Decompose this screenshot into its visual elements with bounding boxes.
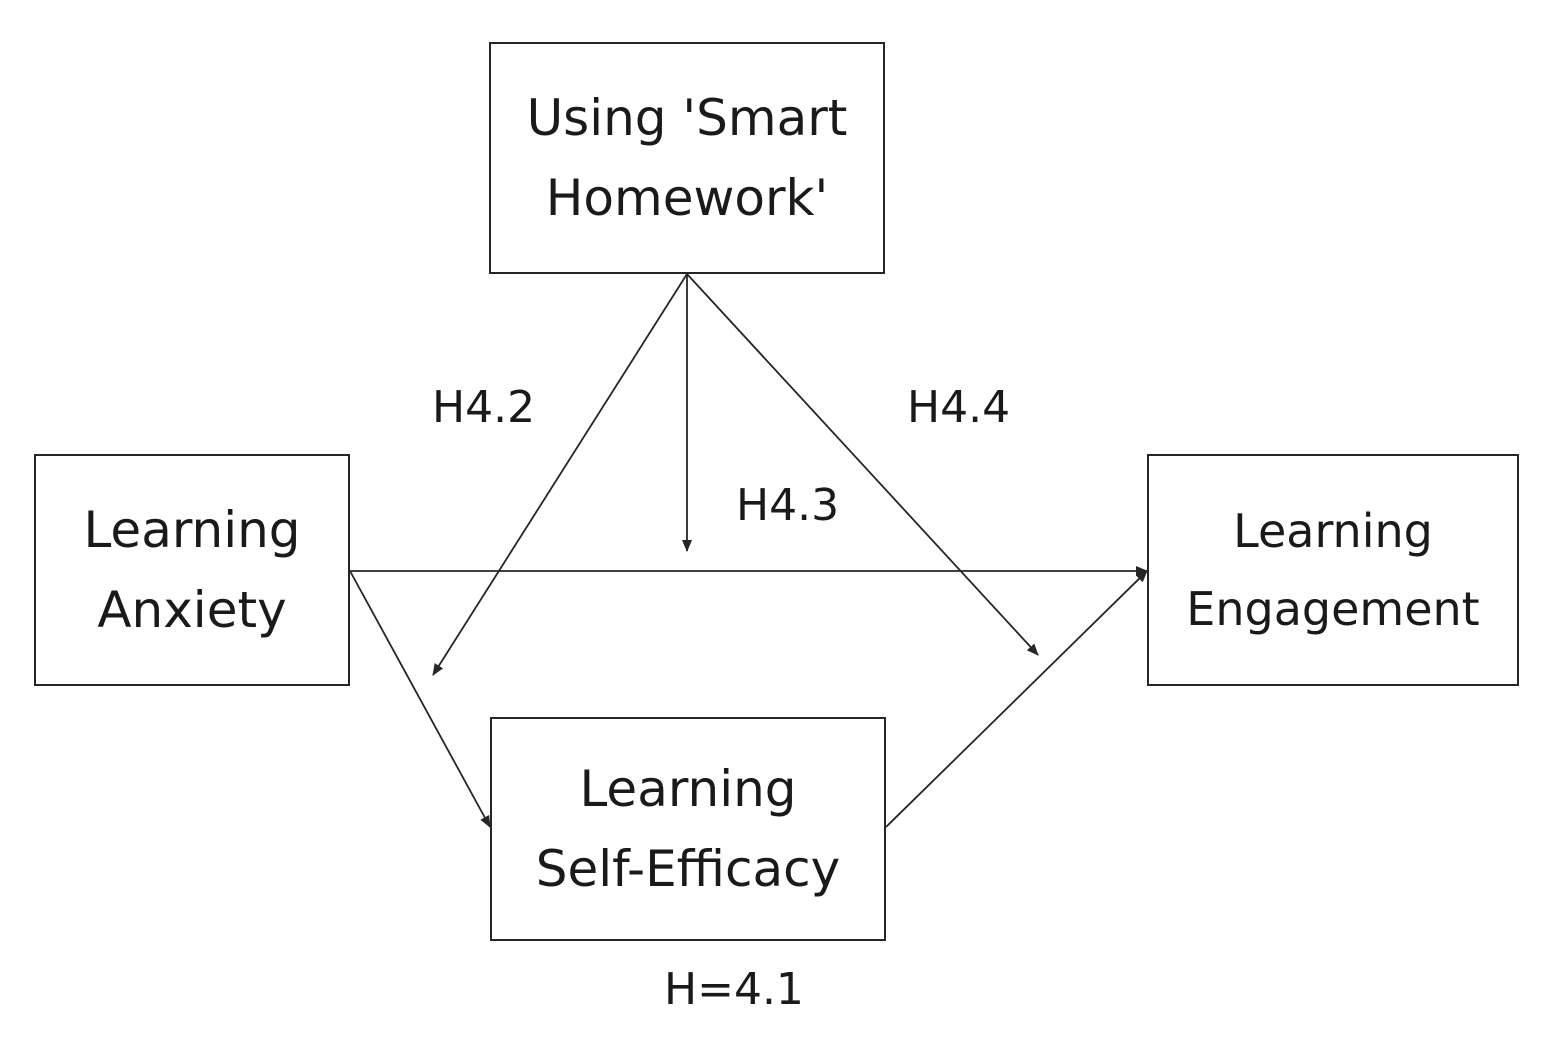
arrow-efficacy-to-engagement — [885, 570, 1148, 828]
node-label-line: Using 'Smart — [526, 89, 848, 147]
node-label-line: Anxiety — [97, 581, 287, 639]
hypothesis-label-h42: H4.2 — [432, 382, 536, 433]
node-label-line: Homework' — [545, 169, 829, 227]
node-learning-anxiety: Learning Anxiety — [34, 454, 350, 686]
node-label-line: Engagement — [1186, 582, 1480, 636]
node-label-line: Learning — [83, 501, 301, 559]
node-label-line: Learning — [1233, 504, 1433, 558]
node-learning-engagement: Learning Engagement — [1147, 454, 1519, 686]
hypothesis-label-h43: H4.3 — [736, 480, 840, 531]
node-learning-self-efficacy: Learning Self-Efficacy — [490, 717, 886, 941]
node-using-smart-homework: Using 'Smart Homework' — [489, 42, 885, 274]
node-label-line: Learning — [579, 760, 797, 818]
node-label-line: Self-Efficacy — [535, 840, 841, 898]
arrow-moderation-h44 — [686, 273, 1039, 656]
hypothesis-label-h41: H=4.1 — [664, 964, 804, 1015]
hypothesis-label-h44: H4.4 — [907, 382, 1011, 433]
arrow-anxiety-to-efficacy — [349, 570, 491, 828]
arrow-moderation-h42 — [432, 273, 688, 676]
